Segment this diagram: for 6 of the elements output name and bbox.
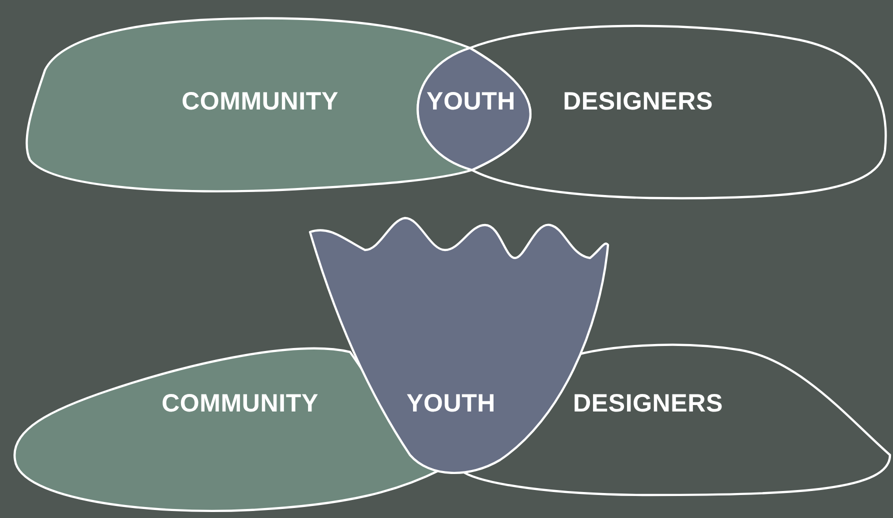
region-label: DESIGNERS	[573, 390, 723, 418]
region-label: COMMUNITY	[162, 390, 318, 418]
region-label: YOUTH	[426, 88, 516, 116]
region-label: COMMUNITY	[182, 88, 338, 116]
region-label: YOUTH	[406, 390, 496, 418]
region-label: DESIGNERS	[563, 88, 713, 116]
